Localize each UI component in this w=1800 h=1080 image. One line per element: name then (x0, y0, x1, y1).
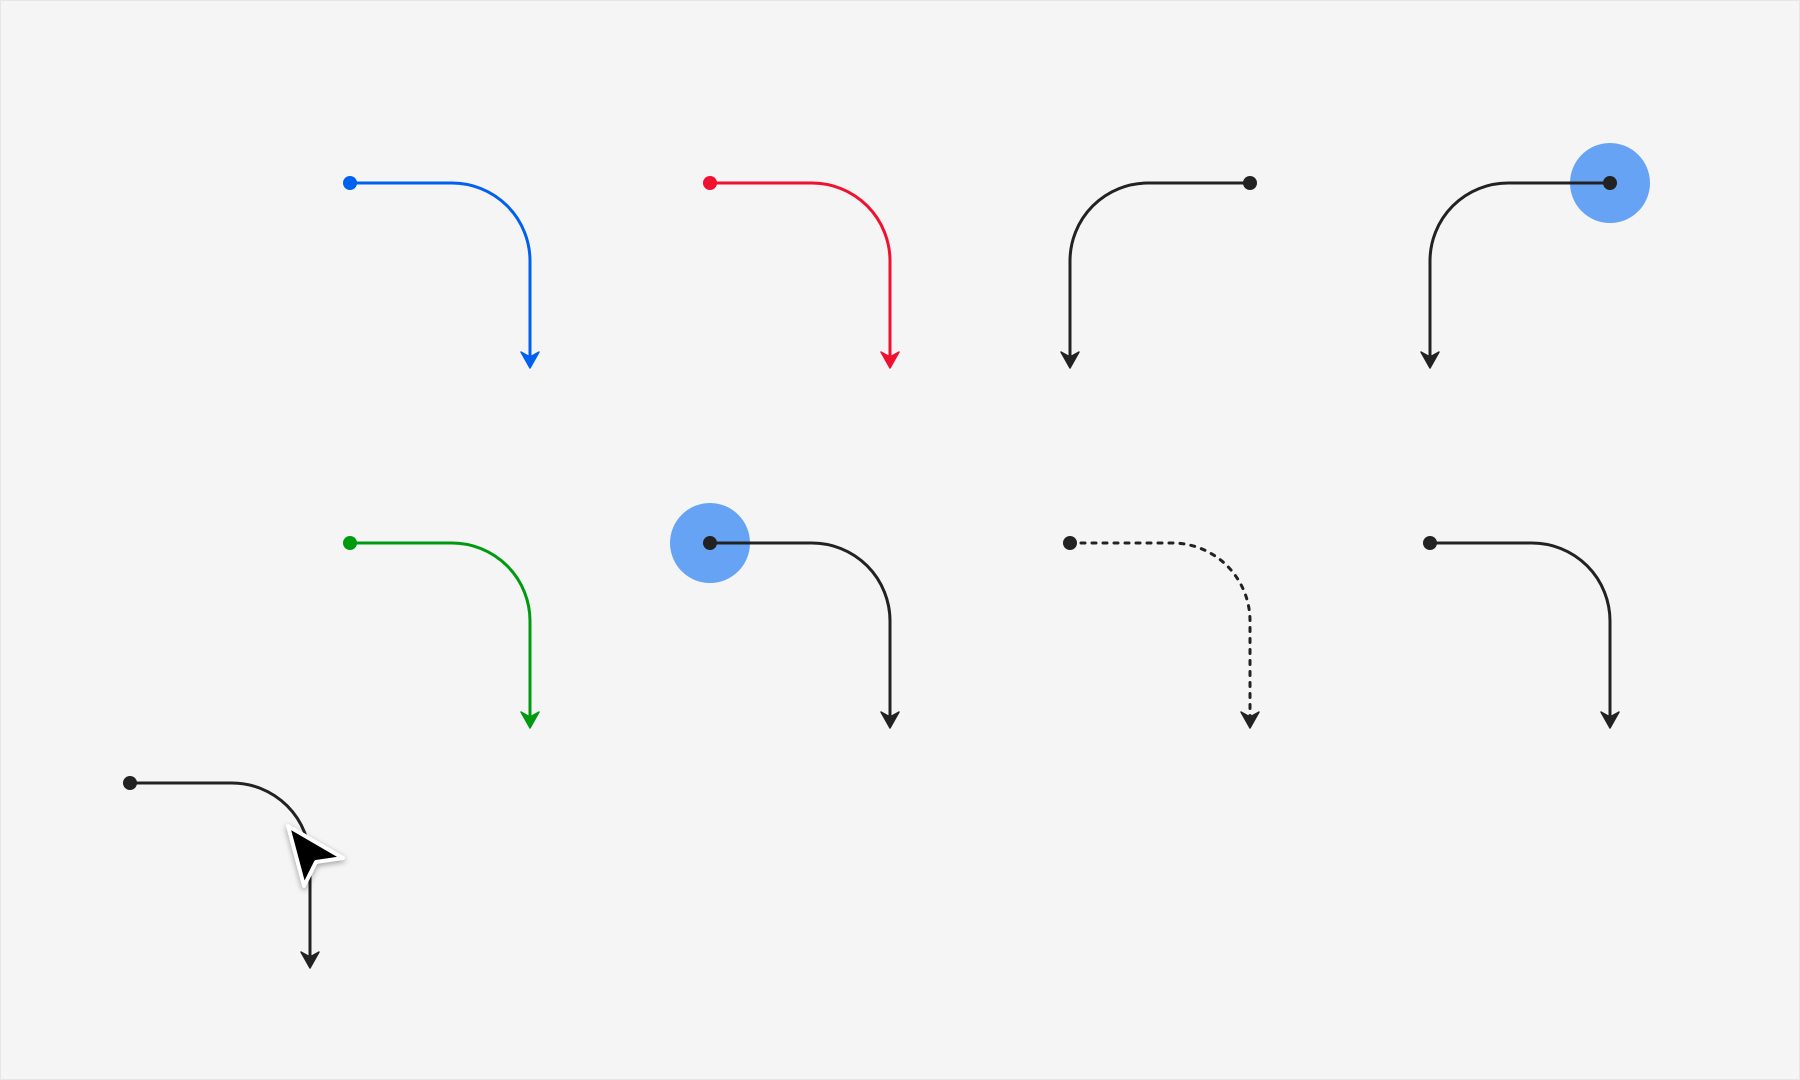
connector-blue[interactable] (343, 176, 540, 369)
start-handle-dot[interactable] (343, 176, 357, 190)
start-handle-dot[interactable] (1423, 536, 1437, 550)
arrowhead-icon[interactable] (520, 711, 540, 729)
start-handle-dot[interactable] (1063, 536, 1077, 550)
arrowhead-icon[interactable] (300, 951, 320, 969)
connector-line[interactable] (708, 541, 892, 718)
connector-line[interactable] (128, 781, 312, 958)
connector-line[interactable] (1428, 181, 1612, 358)
connector-black-selected[interactable] (670, 503, 900, 729)
connector-black-mirrored[interactable] (1060, 176, 1257, 369)
connector-line[interactable] (1068, 541, 1252, 718)
arrow-cursor-icon (286, 824, 345, 888)
start-handle-dot[interactable] (1603, 176, 1617, 190)
connector-black-plain[interactable] (1423, 536, 1620, 729)
connector-red[interactable] (703, 176, 900, 369)
arrowhead-icon[interactable] (520, 351, 540, 369)
connector-line[interactable] (708, 181, 892, 358)
connector-layer (123, 143, 1650, 969)
cursor-layer (286, 824, 345, 888)
start-handle-dot[interactable] (703, 536, 717, 550)
connector-black-mirrored-selected[interactable] (1420, 143, 1650, 369)
arrowhead-icon[interactable] (880, 711, 900, 729)
arrowhead-icon[interactable] (1240, 711, 1260, 729)
connector-line[interactable] (348, 541, 532, 718)
start-handle-dot[interactable] (703, 176, 717, 190)
start-handle-dot[interactable] (343, 536, 357, 550)
connector-line[interactable] (1068, 181, 1252, 358)
connector-black-dotted[interactable] (1063, 536, 1260, 729)
connector-line[interactable] (1428, 541, 1612, 718)
arrowhead-icon[interactable] (1060, 351, 1080, 369)
arrowhead-icon[interactable] (1420, 351, 1440, 369)
connector-line[interactable] (348, 181, 532, 358)
arrowhead-icon[interactable] (880, 351, 900, 369)
connector-black-hovered[interactable] (123, 776, 320, 969)
start-handle-dot[interactable] (1243, 176, 1257, 190)
connector-green[interactable] (343, 536, 540, 729)
start-handle-dot[interactable] (123, 776, 137, 790)
arrowhead-icon[interactable] (1600, 711, 1620, 729)
